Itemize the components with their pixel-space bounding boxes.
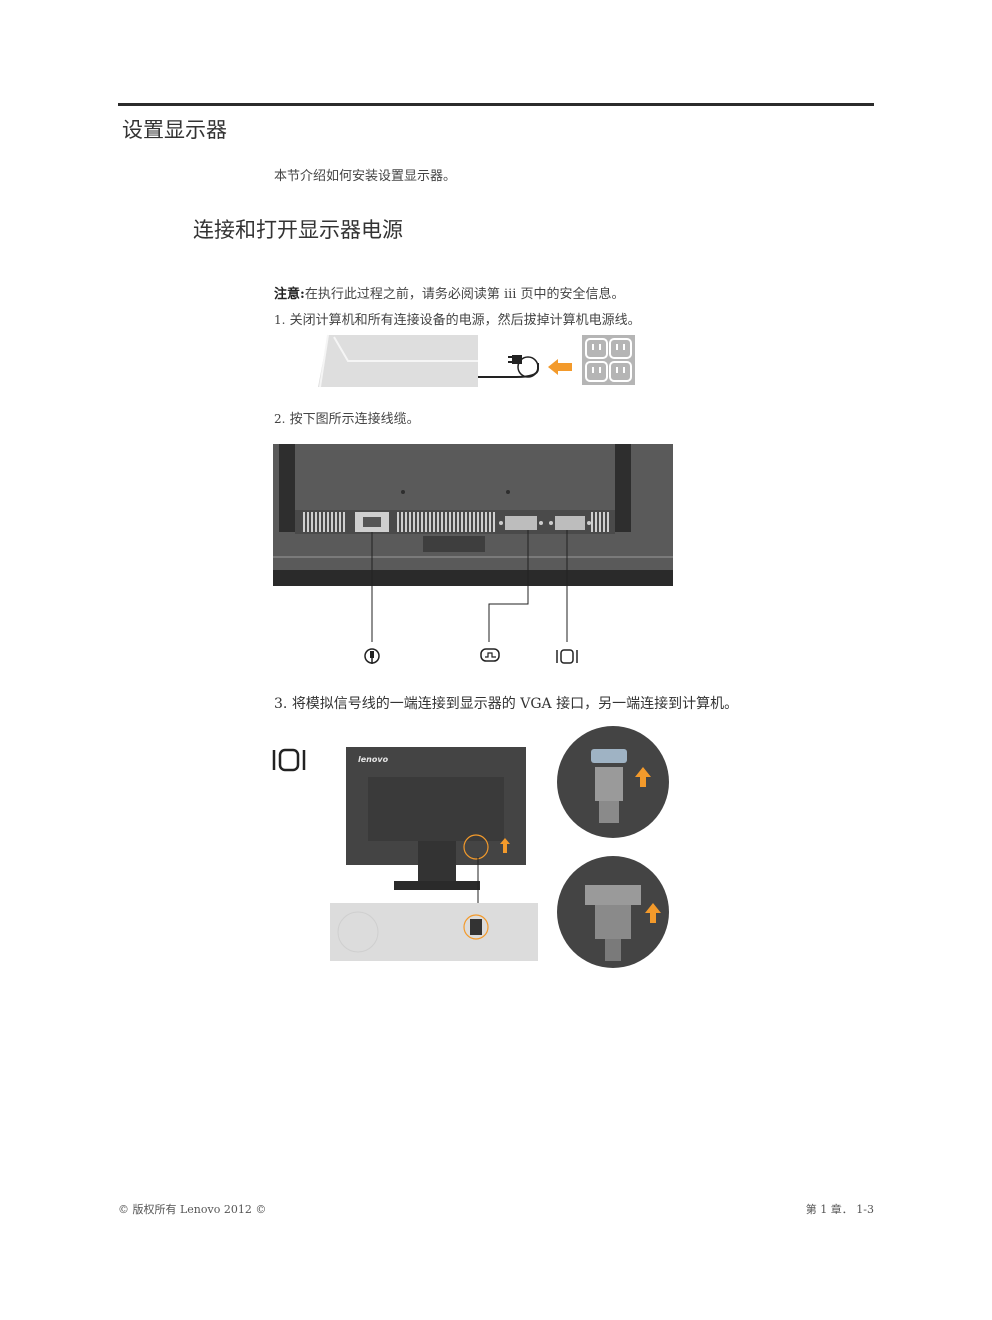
arrow-icon — [548, 359, 572, 375]
footer-page: 第 1 章． 1-3 — [805, 1203, 874, 1216]
monitor-vga-figure: lenovo — [330, 747, 538, 961]
power-icon — [364, 648, 380, 664]
section-title: 设置显示器 — [122, 118, 227, 142]
step-number: 3. — [274, 696, 288, 712]
vga-port-icon — [556, 649, 578, 664]
step-3: 3. 将模拟信号线的一端连接到显示器的 VGA 接口，另一端连接到计算机。 — [274, 693, 738, 713]
unplug-figure — [318, 334, 635, 388]
vga-connector-closeup — [557, 726, 669, 968]
safety-note: 注意:在执行此过程之前，请务必阅读第 iii 页中的安全信息。 — [274, 283, 625, 302]
step-number: 2. — [274, 412, 286, 426]
intro-text: 本节介绍如何安装设置显示器。 — [274, 169, 457, 184]
header-rule — [118, 103, 874, 106]
dvi-port-icon — [480, 648, 500, 662]
note-label: 注意: — [274, 287, 305, 302]
subsection-title: 连接和打开显示器电源 — [193, 218, 403, 242]
rear-ports-figure — [273, 444, 673, 664]
footer-copyright: © 版权所有 Lenovo 2012 © — [118, 1203, 267, 1216]
step-text: 关闭计算机和所有连接设备的电源，然后拔掉计算机电源线。 — [289, 313, 641, 328]
step-text: 按下图所示连接线缆。 — [289, 412, 420, 427]
power-plug-icon — [508, 355, 539, 378]
vga-port-icon — [272, 748, 306, 772]
step-2: 2. 按下图所示连接线缆。 — [274, 408, 420, 427]
note-text: 在执行此过程之前，请务必阅读第 iii 页中的安全信息。 — [304, 287, 625, 302]
step-text: 将模拟信号线的一端连接到显示器的 VGA 接口，另一端连接到计算机。 — [291, 696, 739, 712]
wall-outlet-icon — [582, 335, 635, 385]
step-1: 1. 关闭计算机和所有连接设备的电源，然后拔掉计算机电源线。 — [274, 309, 641, 328]
step-number: 1. — [274, 313, 286, 327]
lenovo-logo: lenovo — [358, 755, 389, 764]
